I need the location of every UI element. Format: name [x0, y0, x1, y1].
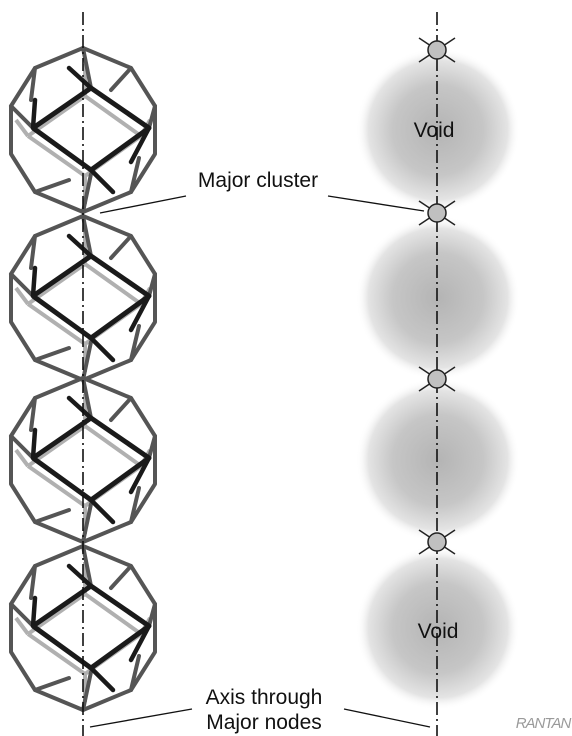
axis-leader-left — [89, 708, 193, 728]
artist-signature: RANTAN — [516, 715, 572, 732]
polyhedron — [9, 376, 157, 544]
major-node — [418, 37, 456, 63]
void-sphere — [356, 216, 520, 380]
void-sphere — [356, 546, 520, 710]
major-cluster-label: Major cluster — [198, 169, 318, 192]
polyhedron — [9, 214, 157, 382]
axis-label-line1: Axis through — [206, 686, 323, 709]
axis-leader-right — [343, 708, 431, 728]
major-node — [418, 200, 456, 226]
void-label-bottom: Void — [418, 620, 459, 643]
major-cluster-leader-left — [99, 195, 187, 214]
major-cluster-leader-right — [327, 195, 425, 212]
axis-label-line2: Major nodes — [206, 711, 322, 734]
major-nodes — [418, 37, 456, 555]
polyhedron — [9, 46, 157, 214]
polyhedra-column — [9, 46, 157, 712]
major-node — [418, 529, 456, 555]
void-spheres — [356, 48, 520, 710]
void-sphere — [356, 378, 520, 542]
void-label-top: Void — [414, 119, 455, 142]
major-node — [418, 366, 456, 392]
void-sphere — [356, 48, 520, 212]
